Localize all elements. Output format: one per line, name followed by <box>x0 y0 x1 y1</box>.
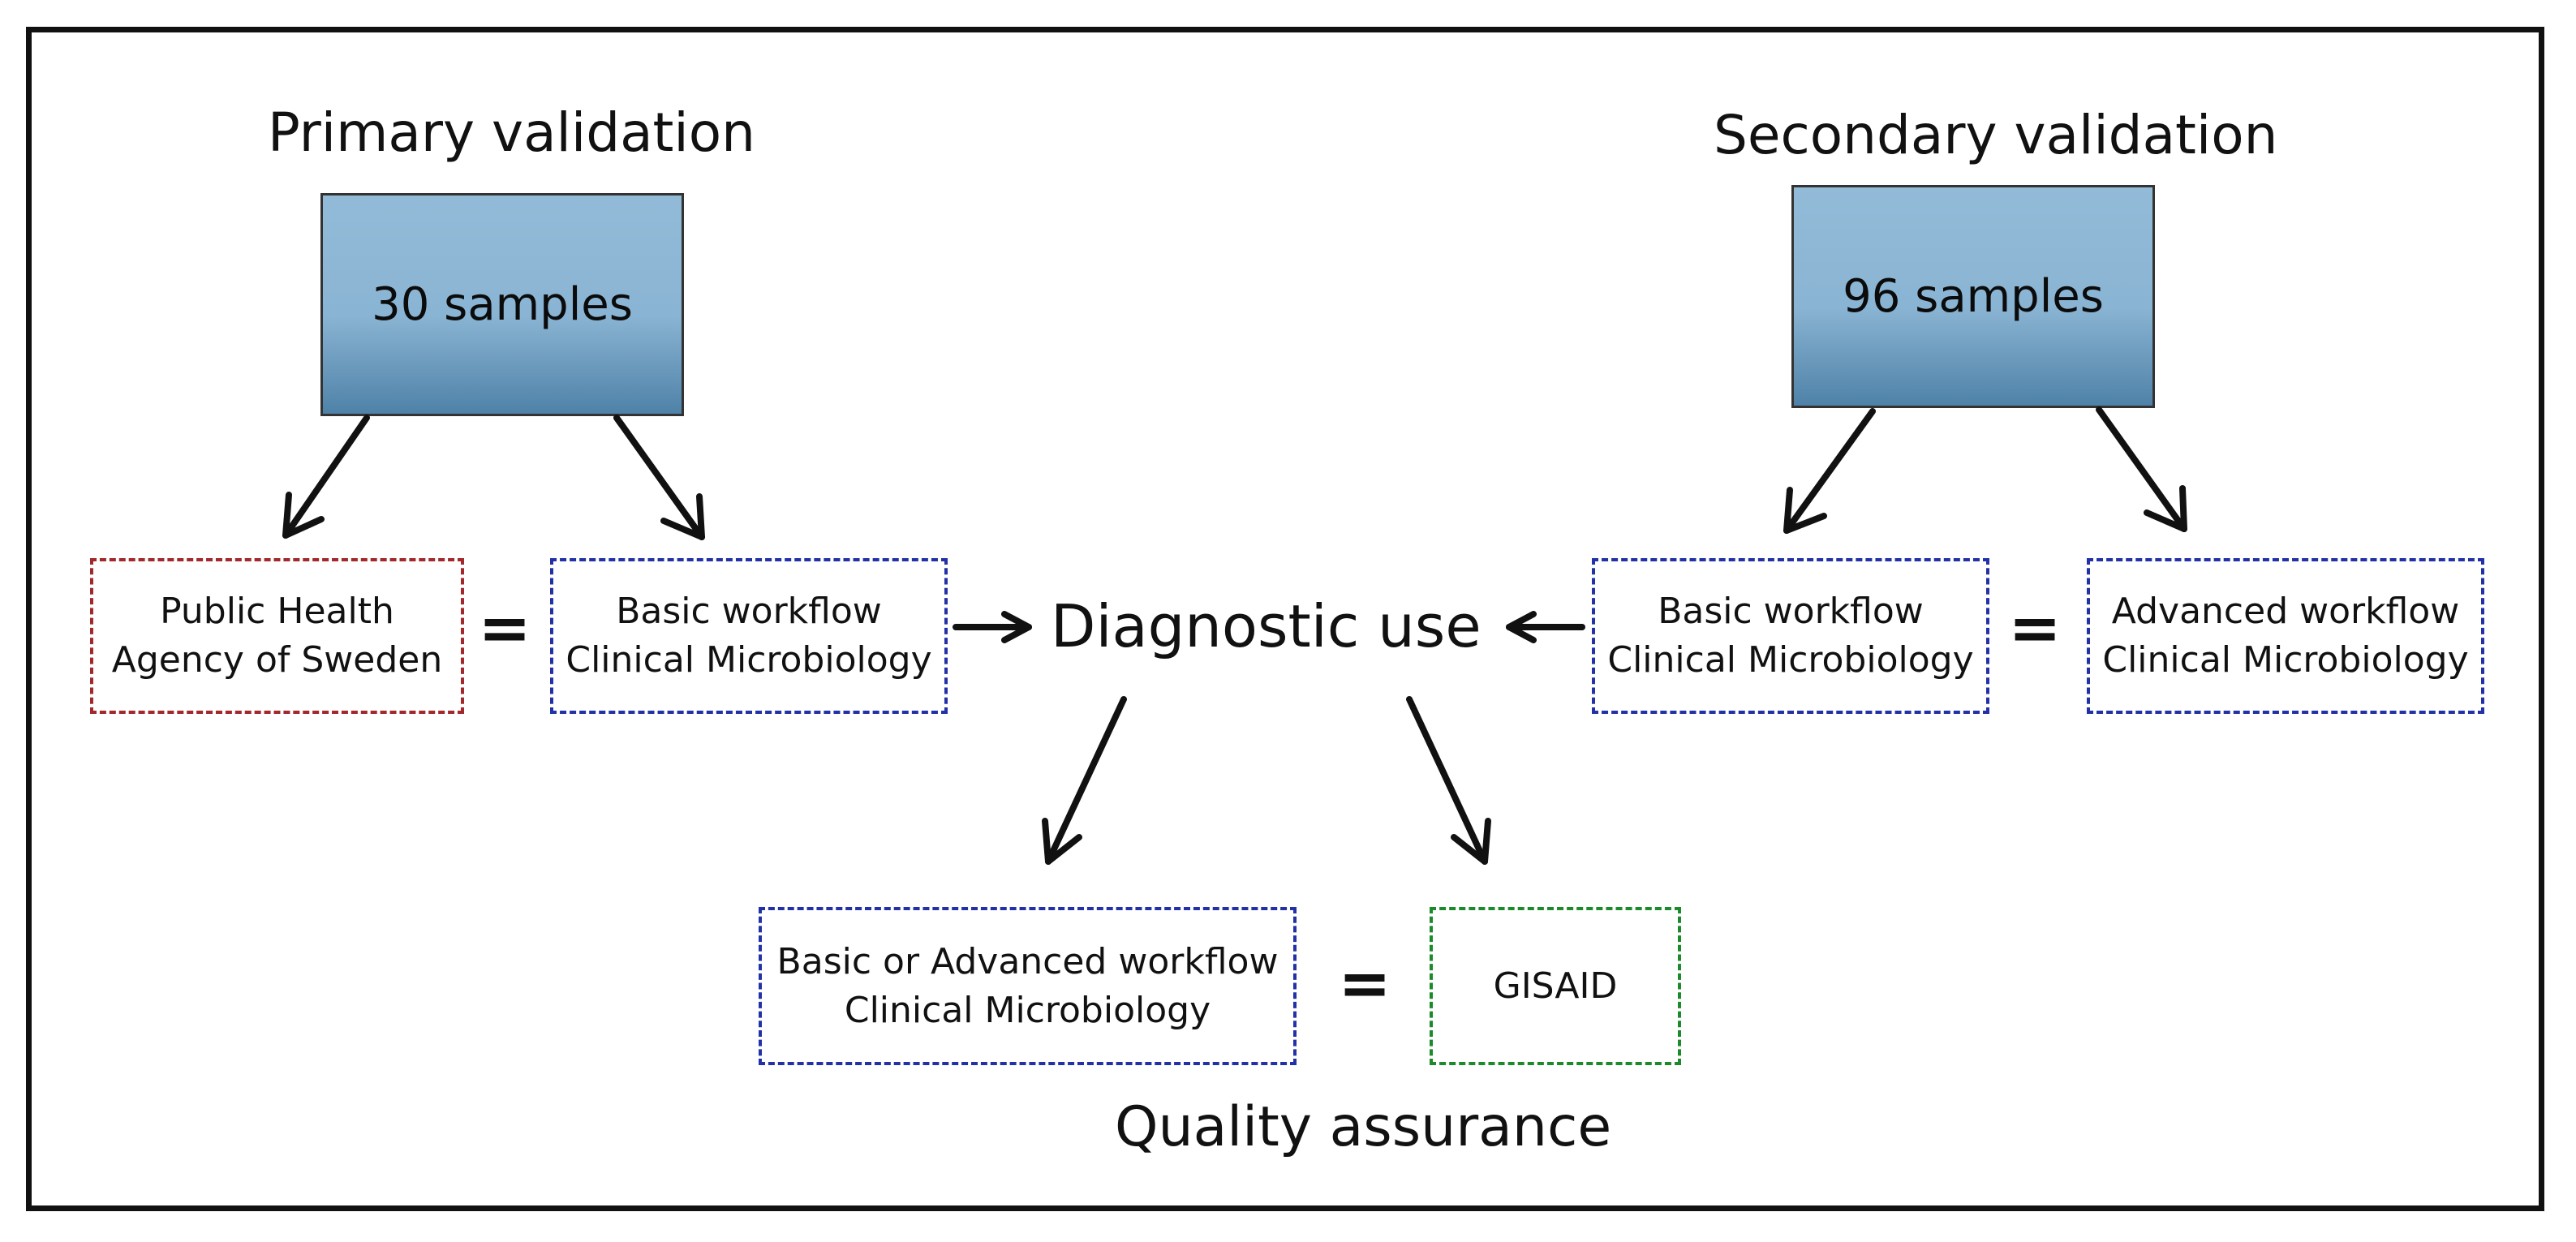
primary-basic-workflow-box: Basic workflow Clinical Microbiology <box>550 558 948 714</box>
primary-validation-heading: Primary validation <box>268 101 755 164</box>
arrow-basic-to-diagnostic-head <box>1001 611 1032 643</box>
primary-equals-sign: = <box>478 592 531 665</box>
gisaid-box: GISAID <box>1430 907 1681 1065</box>
agency-line-2: Agency of Sweden <box>111 639 443 681</box>
diagram-frame <box>26 27 2544 1211</box>
primary-basic-line-2: Clinical Microbiology <box>566 639 932 681</box>
agency-line-1: Public Health <box>160 591 394 632</box>
primary-basic-line-1: Basic workflow <box>616 591 882 632</box>
quality-equals-sign: = <box>1338 948 1391 1021</box>
secondary-validation-heading: Secondary validation <box>1714 104 2278 166</box>
quality-workflow-line-1: Basic or Advanced workflow <box>776 940 1279 982</box>
secondary-basic-line-1: Basic workflow <box>1658 591 1924 632</box>
primary-samples-box: 30 samples <box>320 193 684 416</box>
secondary-basic-line-2: Clinical Microbiology <box>1607 639 1974 681</box>
arrow-primary-to-basic-head <box>660 493 705 540</box>
gisaid-label: GISAID <box>1493 965 1618 1007</box>
advanced-line-2: Clinical Microbiology <box>2102 639 2469 681</box>
quality-workflow-box: Basic or Advanced workflow Clinical Micr… <box>759 907 1297 1065</box>
arrow-primary-to-agency-head <box>282 492 325 539</box>
secondary-basic-workflow-box: Basic workflow Clinical Microbiology <box>1592 558 1989 714</box>
quality-assurance-label: Quality assurance <box>1115 1095 1612 1159</box>
arrow-secondary-to-advanced-head <box>2144 485 2187 532</box>
arrow-diagnostic-to-gisaid-head <box>1451 818 1491 865</box>
secondary-samples-label: 96 samples <box>1843 270 2104 323</box>
diagnostic-use-label: Diagnostic use <box>1051 592 1482 660</box>
secondary-samples-box: 96 samples <box>1791 185 2155 408</box>
arrow-diagnostic-to-gisaid <box>1406 696 1488 865</box>
secondary-equals-sign: = <box>2008 592 2062 665</box>
arrow-secondary-to-basic-head <box>1783 487 1827 534</box>
quality-workflow-line-2: Clinical Microbiology <box>844 989 1211 1031</box>
arrow-diagnostic-to-workflow-head <box>1042 818 1082 865</box>
arrow-secondary-to-basic <box>1783 408 1876 534</box>
arrow-secondary-to-advanced <box>2096 406 2187 532</box>
advanced-line-1: Advanced workflow <box>2111 591 2460 632</box>
arrow-diagnostic-to-workflow <box>1045 696 1127 865</box>
arrow-primary-to-agency <box>282 415 370 539</box>
public-health-agency-box: Public Health Agency of Sweden <box>90 558 464 714</box>
arrow-secondary-basic-to-diagnostic-head <box>1506 611 1537 643</box>
primary-samples-label: 30 samples <box>372 278 633 331</box>
advanced-workflow-box: Advanced workflow Clinical Microbiology <box>2087 558 2484 714</box>
arrow-primary-to-basic <box>613 415 705 540</box>
